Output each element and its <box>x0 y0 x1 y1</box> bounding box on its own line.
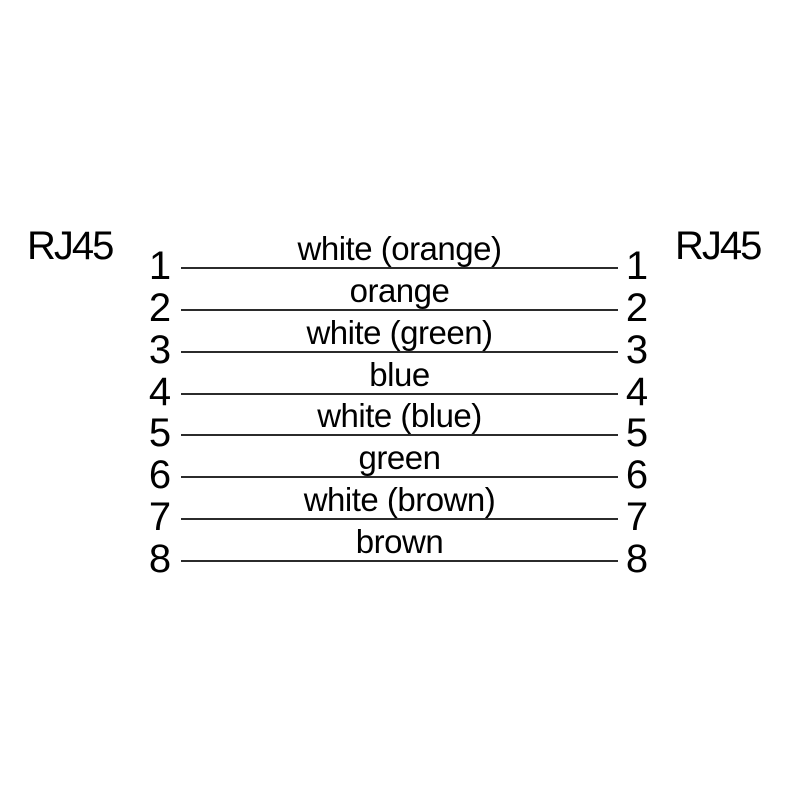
wire-color-label: brown <box>355 523 444 560</box>
wire-color-label: white (blue) <box>317 397 482 434</box>
wire-row-5: white (blue) 5 5 <box>0 397 800 455</box>
right-pin-number: 2 <box>625 286 649 330</box>
wire-row-7: white (brown) 7 7 <box>0 481 800 539</box>
wire-row-6: green 6 6 <box>0 439 800 497</box>
wire-line <box>181 309 618 311</box>
wire-color-label: white (brown) <box>303 481 496 518</box>
wire-line <box>181 434 618 436</box>
wire-color-label: orange <box>349 272 450 309</box>
wire-line <box>181 351 618 353</box>
left-pin-number: 7 <box>148 495 172 539</box>
right-connector-label: RJ45 <box>675 224 762 268</box>
left-pin-number: 2 <box>148 286 172 330</box>
left-pin-number: 4 <box>148 370 172 414</box>
left-pin-number: 3 <box>148 328 172 372</box>
right-pin-number: 7 <box>625 495 649 539</box>
wire-color-label: white (green) <box>306 314 493 351</box>
right-pin-number: 5 <box>625 411 649 455</box>
wire-line <box>181 476 618 478</box>
left-pin-number: 6 <box>148 453 172 497</box>
right-pin-number: 4 <box>625 370 649 414</box>
wire-line <box>181 393 618 395</box>
right-pin-number: 3 <box>625 328 649 372</box>
wire-row-1: white (orange) 1 1 <box>0 230 800 288</box>
wire-color-label: white (orange) <box>297 230 502 267</box>
left-pin-number: 8 <box>148 537 172 581</box>
wire-row-3: white (green) 3 3 <box>0 314 800 372</box>
right-pin-number: 8 <box>625 537 649 581</box>
left-pin-number: 1 <box>148 244 172 288</box>
wire-line <box>181 518 618 520</box>
wire-color-label: blue <box>369 356 430 393</box>
left-connector-label: RJ45 <box>27 224 114 268</box>
right-pin-number: 6 <box>625 453 649 497</box>
wire-row-2: orange 2 2 <box>0 272 800 330</box>
wire-row-8: brown 8 8 <box>0 523 800 581</box>
left-pin-number: 5 <box>148 411 172 455</box>
wire-line <box>181 560 618 562</box>
wire-color-label: green <box>358 439 441 476</box>
right-pin-number: 1 <box>625 244 649 288</box>
wire-row-4: blue 4 4 <box>0 356 800 414</box>
wire-line <box>181 267 618 269</box>
